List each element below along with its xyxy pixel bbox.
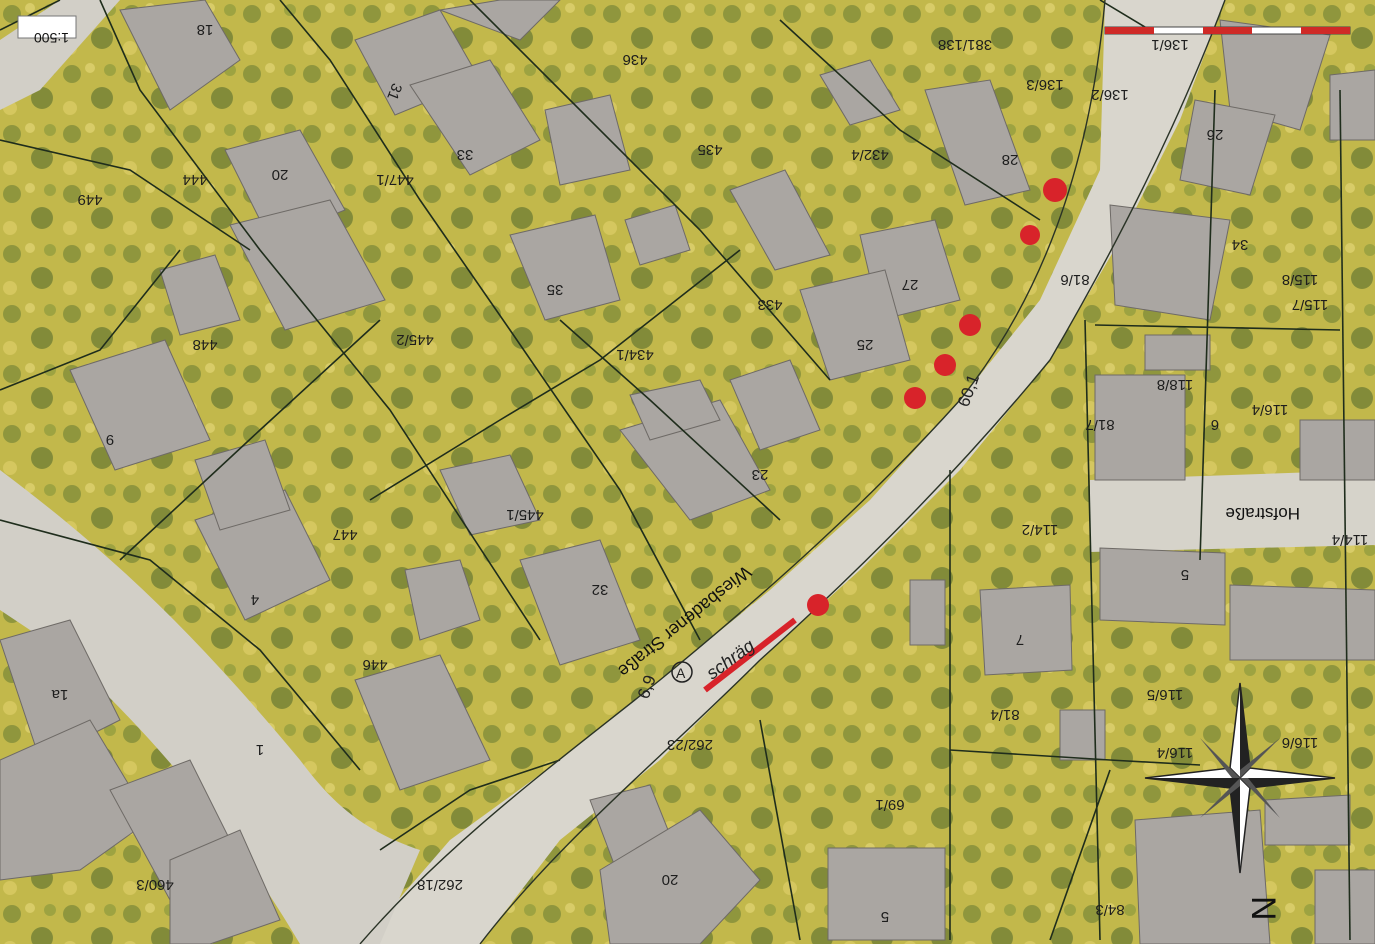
- parcel-number-label: 460/3: [136, 876, 174, 893]
- tree-markings: [807, 178, 1067, 616]
- parcel-number-label: 447/1: [376, 171, 414, 188]
- parcel-number-label: 31: [383, 81, 405, 103]
- svg-text:1:500: 1:500: [34, 30, 69, 46]
- street-label-side: Hofstraße: [1225, 504, 1300, 523]
- parcel-number-label: 116/4: [1252, 401, 1288, 418]
- parcel-number-label: 118/8: [1157, 376, 1193, 393]
- parcel-number-label: 27: [902, 276, 919, 293]
- svg-text:A: A: [676, 665, 686, 681]
- parcel-number-label: 81/6: [1060, 271, 1089, 288]
- parcel-number-label: 1: [256, 741, 264, 758]
- scale-label-box: 1:500: [17, 15, 77, 46]
- parcel-number-label: 136/1: [1151, 36, 1189, 53]
- parcel-number-label: 81/4: [990, 706, 1019, 723]
- parcel-number-label: 7: [1016, 631, 1024, 648]
- parcel-number-label: 262/23: [667, 736, 713, 753]
- parcel-number-label: 447: [332, 526, 357, 543]
- parcel-number-label: 116/4: [1157, 744, 1193, 761]
- parcel-number-label: 115/8: [1282, 271, 1318, 288]
- parcel-number-label: 114/2: [1022, 521, 1058, 538]
- parcel-number-label: 445/1: [506, 506, 544, 523]
- parcel-number-label: 6: [1211, 416, 1219, 433]
- parcel-number-label: 434/1: [616, 346, 654, 363]
- parcel-number-label: 32: [592, 581, 609, 598]
- parcel-number-label: 33: [457, 146, 474, 163]
- parcel-number-label: 446: [362, 656, 387, 673]
- parcel-number-label: 81/7: [1085, 416, 1114, 433]
- parcel-number-label: 84/3: [1095, 901, 1124, 918]
- parcel-number-label: 136/3: [1026, 76, 1064, 93]
- parcel-number-label: 114/4: [1332, 531, 1368, 548]
- parcel-number-label: 116/5: [1147, 686, 1183, 703]
- parcel-number-label: 35: [547, 281, 564, 298]
- marking-line: [703, 617, 797, 693]
- parcel-number-label: 444: [182, 171, 207, 188]
- parcel-number-label: 433: [757, 296, 782, 313]
- parcel-number-label: 436: [622, 51, 647, 68]
- road-wiesbadener: [360, 0, 1225, 944]
- parcel-number-label: 5: [1181, 566, 1189, 583]
- parcel-number-label: 445/2: [396, 331, 434, 348]
- parcel-number-label: 1a: [51, 686, 68, 703]
- parcel-number-label: 432/4: [851, 146, 889, 163]
- parcel-number-label: 9: [106, 431, 114, 448]
- parcel-number-label: 116/6: [1282, 734, 1318, 751]
- parcel-number-label: 18: [197, 21, 214, 38]
- road-hofstrasse: [1090, 470, 1375, 552]
- parcel-number-label: 26: [1207, 126, 1224, 143]
- scale-bar: [1104, 26, 1351, 35]
- parcel-number-label: 4: [251, 591, 259, 608]
- parcel-number-label: 69/1: [875, 796, 904, 813]
- parcel-number-label: 25: [857, 336, 874, 353]
- compass-rose-icon: [1144, 682, 1336, 874]
- parcel-number-label: 20: [662, 871, 679, 888]
- parcel-number-label: 5: [881, 908, 889, 925]
- parcel-number-label: 28: [1002, 151, 1019, 168]
- parcel-number-label: 136/2: [1091, 86, 1129, 103]
- parcel-number-label: 435: [697, 141, 722, 158]
- parcel-number-label: 115/7: [1292, 296, 1328, 313]
- parcel-number-label: 448: [192, 336, 217, 353]
- parcel-number-label: 34: [1232, 236, 1249, 253]
- parcel-number-label: 381/138: [938, 36, 992, 53]
- parcel-number-label: 262/18: [417, 876, 463, 893]
- annotation-marker: A: [671, 661, 693, 683]
- north-label: N: [1244, 896, 1282, 921]
- parcel-number-label: 449: [77, 191, 102, 208]
- parcel-number-label: 23: [752, 466, 769, 483]
- parcel-number-label: 20: [272, 166, 289, 183]
